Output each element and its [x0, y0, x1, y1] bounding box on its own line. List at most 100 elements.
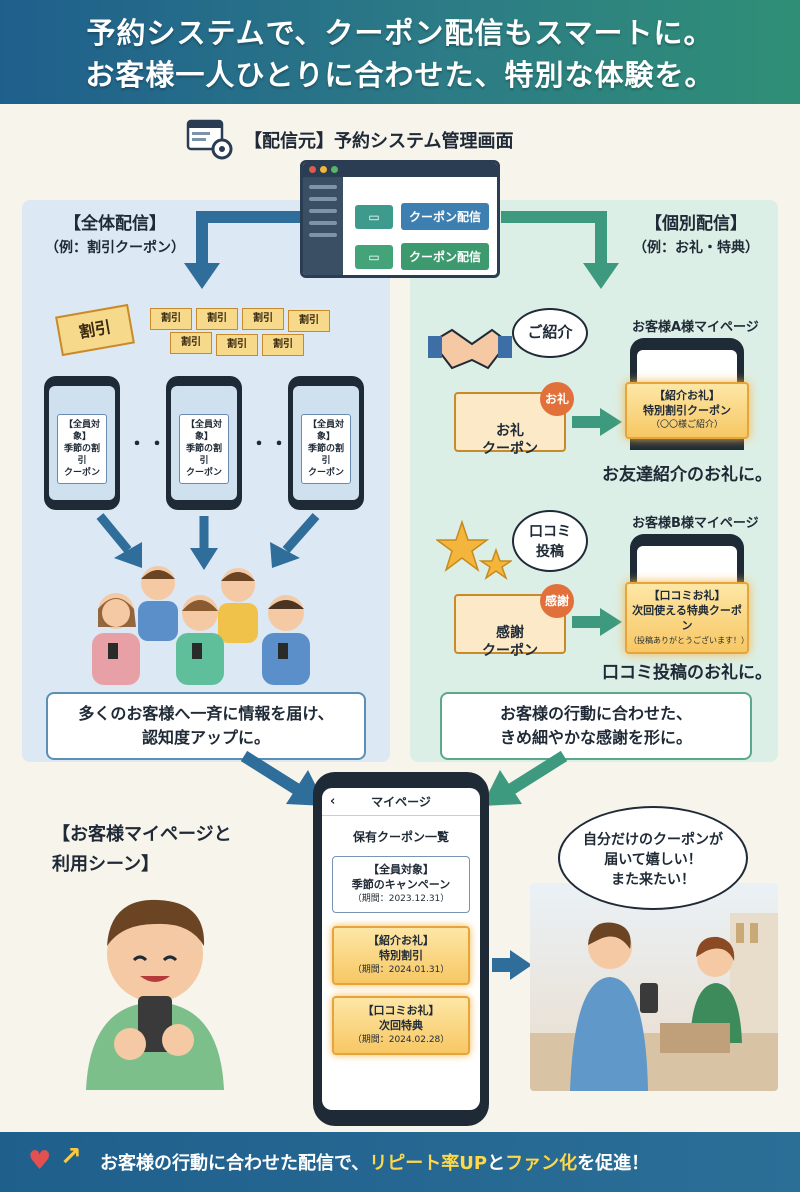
source-label: 【配信元】予約システム管理画面 — [186, 119, 514, 160]
footer-text-2: と — [487, 1153, 506, 1174]
coupon-item-name: 季節のキャンペーン — [351, 878, 451, 891]
arrow-to-individual — [501, 211, 619, 289]
admin-titlebar — [303, 163, 497, 177]
up-arrow-icon: ↗ — [60, 1142, 82, 1172]
broadcast-phone: 【全員対象】 季節の割引 クーポン — [288, 376, 364, 510]
gratitude-coupon-text: 感謝 クーポン — [482, 625, 538, 659]
footer-banner: お客様の行動に合わせた配信で、 リピート率UP と ファン化 を促進！ — [0, 1132, 800, 1192]
arrow-stem-a — [572, 416, 602, 428]
window-minimize-dot — [320, 166, 327, 173]
arrow-to-broadcast — [184, 211, 300, 289]
coupon-list-item[interactable]: 【全員対象】 季節のキャンペーン （期間：2023.12.31） — [332, 856, 470, 913]
referral-card-note: （〇〇様ご紹介） — [650, 420, 723, 430]
arrow-stem-b — [572, 616, 602, 628]
individual-title-text: 【個別配信】 — [645, 214, 747, 234]
broadcast-subtitle: （例：割引クーポン） — [45, 240, 185, 256]
star-icon — [436, 520, 512, 580]
footer-text-1: お客様の行動に合わせた配信で、 — [100, 1153, 370, 1174]
mini-coupon: 割引 — [242, 308, 284, 330]
window-close-dot — [309, 166, 316, 173]
broadcast-phone: 【全員対象】 季節の割引 クーポン — [44, 376, 120, 510]
customer-mypage-phone: ‹ マイページ 保有クーポン一覧 【全員対象】 季節のキャンペーン （期間：20… — [313, 772, 489, 1126]
broadcast-title-text: 【全体配信】 — [64, 214, 166, 234]
header-line-2: お客様一人ひとりに合わせた、特別な体験を。 — [85, 58, 715, 92]
phone-coupon-card: 【全員対象】 季節の割引 クーポン — [179, 414, 229, 484]
coupon-send-button-2[interactable]: クーポン配信 — [401, 243, 490, 270]
broadcast-title: 【全体配信】 （例：割引クーポン） — [40, 212, 190, 260]
coupon-list-item[interactable]: 【口コミお礼】 次回特典 （期間：2024.02.28） — [332, 996, 470, 1055]
review-card-title: 【口コミお礼】 — [648, 589, 726, 602]
phone-coupon-card: 【全員対象】 季節の割引 クーポン — [301, 414, 351, 484]
coupon-item-name: 特別割引 — [379, 949, 423, 962]
mypage-section-heading: 【お客様マイページと 利用シーン】 — [52, 824, 232, 875]
footer-highlight-fan: ファン化 — [505, 1153, 578, 1174]
coupon-item-title: 【全員対象】 — [368, 863, 434, 876]
caption-review: 口コミ投稿のお礼に。 — [602, 663, 772, 683]
admin-row-2: ▭ クーポン配信 — [355, 243, 490, 270]
individual-panel — [410, 200, 778, 762]
individual-subtitle: （例：お礼・特典） — [633, 240, 759, 256]
individual-title: 【個別配信】 （例：お礼・特典） — [616, 212, 776, 260]
customers-group-illustration — [92, 566, 310, 685]
coupon-item-name: 次回特典 — [379, 1019, 423, 1032]
phone-coupon-card: 【全員対象】 季節の割引 クーポン — [57, 414, 107, 484]
gratitude-coupon: 感謝 クーポン 感謝 — [454, 584, 574, 659]
thanks-coupon-text: お礼 クーポン — [482, 423, 538, 457]
referral-thanks-card: 【紹介お礼】 特別割引クーポン （〇〇様ご紹介） — [625, 382, 749, 439]
review-card-body: 次回使える特典クーポン — [632, 604, 742, 632]
customer-speech-bubble: 自分だけのクーポンが 届いて嬉しい！ また来たい！ — [558, 806, 748, 910]
mini-coupon: 割引 — [262, 334, 304, 356]
arrow-individual-to-mypage — [482, 750, 568, 806]
arrow-to-mypage-b — [600, 608, 622, 636]
broadcast-phone: 【全員対象】 季節の割引 クーポン — [166, 376, 242, 510]
heart-icon: ♥ — [28, 1146, 52, 1176]
mypage-header: ‹ マイページ — [322, 788, 480, 816]
coupon-item-title: 【口コミお礼】 — [362, 1004, 440, 1017]
mini-coupon: 割引 — [216, 334, 258, 356]
referral-bubble: ご紹介 — [512, 308, 588, 358]
admin-sidebar — [303, 177, 343, 275]
footer-text-3: を促進！ — [577, 1153, 650, 1174]
referral-card-body: 特別割引クーポン — [643, 404, 731, 417]
coupon-item-period: （期間：2024.01.31） — [352, 965, 450, 975]
mini-coupon: 割引 — [288, 310, 330, 332]
customer-illustration — [86, 899, 224, 1090]
coupon-item-period: （期間：2023.12.31） — [352, 894, 450, 904]
mini-coupon: 割引 — [170, 332, 212, 354]
window-maximize-dot — [331, 166, 338, 173]
coupon-send-button-1[interactable]: クーポン配信 — [401, 203, 490, 230]
arrow-to-store — [510, 950, 532, 980]
header-line-1: 予約システムで、クーポン配信もスマートに。 — [86, 16, 714, 50]
back-chevron-icon[interactable]: ‹ — [330, 794, 336, 809]
mypage-title: マイページ — [371, 795, 431, 809]
caption-referral: お友達紹介のお礼に。 — [602, 465, 772, 485]
page-header: 予約システムで、クーポン配信もスマートに。 お客様一人ひとりに合わせた、特別な体… — [0, 0, 800, 104]
mypage-a-label: お客様A様マイページ — [632, 320, 759, 335]
coupon-item-title: 【紹介お礼】 — [368, 934, 434, 947]
coupon-list-title: 保有クーポン一覧 — [352, 830, 449, 844]
source-label-text: 【配信元】予約システム管理画面 — [244, 131, 514, 152]
ticket-icon: ▭ — [355, 204, 393, 229]
broadcast-benefit-message: 多くのお客様へ一斉に情報を届け、 認知度アップに。 — [46, 692, 366, 760]
referral-card-title: 【紹介お礼】 — [654, 389, 720, 402]
coupon-list-item[interactable]: 【紹介お礼】 特別割引 （期間：2024.01.31） — [332, 926, 470, 985]
mypage-a-phone: 【紹介お礼】 特別割引クーポン （〇〇様ご紹介） — [625, 338, 749, 450]
footer-highlight-repeat: リピート率UP — [369, 1153, 488, 1174]
ticket-icon: ▭ — [355, 244, 393, 269]
handshake-icon — [428, 328, 512, 370]
gratitude-badge: 感謝 — [540, 584, 574, 618]
admin-row-1: ▭ クーポン配信 — [355, 203, 490, 230]
mypage-b-label: お客様B様マイページ — [632, 516, 759, 531]
arrows-to-customers — [96, 513, 320, 570]
thanks-badge: お礼 — [540, 382, 574, 416]
mini-coupon: 割引 — [150, 308, 192, 330]
store-scene — [530, 883, 778, 1091]
arrow-to-store-stem — [492, 958, 512, 972]
mypage-b-phone: 【口コミお礼】 次回使える特典クーポン （投稿ありがとうございます！） — [625, 534, 749, 654]
admin-settings-icon — [186, 119, 233, 160]
review-bubble: 口コミ 投稿 — [512, 510, 588, 572]
arrow-to-mypage-a — [600, 408, 622, 436]
individual-benefit-message: お客様の行動に合わせた、 きめ細やかな感謝を形に。 — [440, 692, 752, 760]
admin-screen: ▭ クーポン配信 ▭ クーポン配信 — [300, 160, 500, 278]
review-card-note: （投稿ありがとうございます！） — [629, 636, 749, 645]
